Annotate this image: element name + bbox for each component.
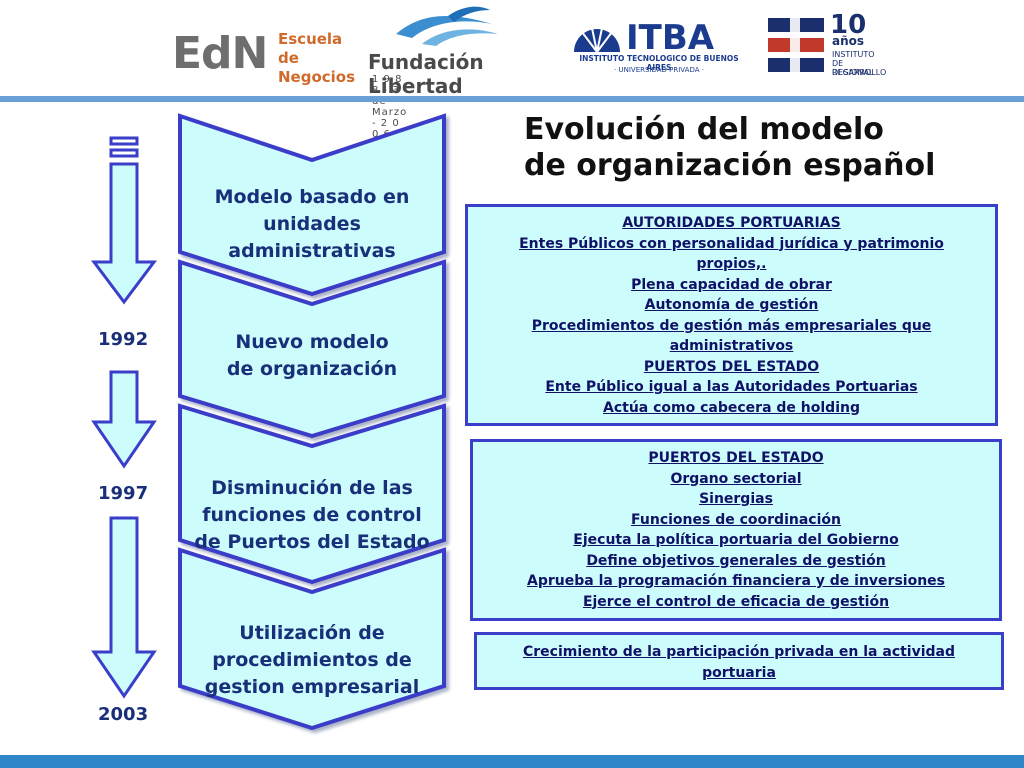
timeline-arrow-2 — [91, 370, 157, 469]
fundacion-logo-name: Fundación Libertad — [368, 50, 484, 98]
edn-logo-line1: Escuela de — [278, 30, 343, 67]
info-line: Entes Públicos con personalidad jurídica… — [519, 235, 944, 252]
info-line: Autonomía de gestión — [644, 297, 819, 313]
info-line: AUTORIDADES PORTUARIAS — [622, 215, 841, 231]
chevron-line: Disminución de las — [211, 477, 413, 499]
year-label: 1992 — [98, 329, 149, 350]
chevron-line: Nuevo modelo — [235, 331, 389, 353]
info-line: Actúa como cabecera de holding — [603, 399, 860, 416]
edn-logo-mark: EdN — [172, 28, 268, 79]
idr-logo-anos: años — [832, 34, 865, 48]
chevron-stage-2 — [178, 259, 446, 439]
edn-logo-text: Escuela de Negocios — [278, 30, 355, 87]
chevron-line: Utilización de — [239, 622, 385, 644]
timeline-arrows — [91, 136, 157, 699]
info-line: Procedimientos de gestión más empresaria… — [531, 317, 932, 334]
info-line: Define objetivos generales de gestión — [586, 552, 886, 569]
info-line: Aprueba la programación financiera y de … — [527, 573, 945, 589]
idr-logo-line3: REGIONAL — [832, 68, 874, 77]
info-line: Ente Público igual a las Autoridades Por… — [545, 379, 918, 395]
info-line: Plena capacidad de obrar — [631, 276, 832, 293]
chevron-line: de Puertos del Estado — [194, 531, 430, 553]
chevron-stage-4-text: Utilización de procedimientos de gestion… — [180, 620, 444, 701]
info-line: portuaria — [702, 664, 776, 681]
header-divider — [0, 96, 1024, 102]
chevron-stage-3-text: Disminución de las funciones de control … — [180, 475, 444, 556]
info-line: Sinergias — [699, 491, 773, 507]
year-label: 1997 — [98, 483, 149, 504]
timeline-arrow-1 — [91, 136, 157, 305]
chevron-line: Modelo basado en — [214, 186, 410, 208]
slide-title-line2: de organización español — [524, 148, 936, 183]
itba-logo-name: ITBA — [626, 18, 715, 58]
info-line: Organo sectorial — [670, 470, 802, 487]
header — [0, 0, 1024, 98]
chevron-line: procedimientos de — [212, 649, 412, 671]
chevron-stack — [178, 113, 446, 731]
chevron-stage-4 — [178, 547, 446, 731]
info-line: Ejerce el control de eficacia de gestión — [582, 593, 890, 610]
info-line: Funciones de coordinación — [631, 511, 841, 528]
info-box-autoridades: AUTORIDADES PORTUARIAS Entes Públicos co… — [465, 204, 998, 426]
chevron-stage-2-text: Nuevo modelo de organización — [180, 329, 444, 383]
timeline-arrow-3 — [91, 516, 157, 699]
edn-logo-line2: Negocios — [278, 68, 356, 86]
year-label: 2003 — [98, 704, 149, 725]
info-line: administrativos — [669, 338, 794, 354]
itba-emblem-icon — [574, 27, 620, 53]
info-line: Ejecuta la política portuaria del Gobier… — [573, 532, 899, 548]
bird-icon — [396, 6, 498, 46]
footer-bar — [0, 755, 1024, 768]
idr-emblem-icon — [768, 14, 824, 76]
info-box-puertos: PUERTOS DEL ESTADO Organo sectorial Sine… — [470, 439, 1002, 621]
idr-logo-line1: INSTITUTO — [832, 50, 875, 59]
chevron-stage-3 — [178, 403, 446, 585]
slide-title-line1: Evolución del modelo — [524, 112, 884, 147]
itba-logo-sub2: · UNIVERSIDAD PRIVADA · — [614, 66, 704, 74]
chevron-line: funciones de control — [202, 504, 422, 526]
info-line: PUERTOS DEL ESTADO — [648, 450, 824, 466]
chevron-line: administrativas — [228, 240, 396, 262]
chevron-line: gestion empresarial — [204, 676, 420, 698]
info-line: PUERTOS DEL ESTADO — [643, 358, 820, 375]
itba-logo-sub1: INSTITUTO TECNOLOGICO DE BUENOS AIRES — [579, 54, 739, 72]
idr-logo-line2: DE DESARROLLO — [832, 59, 887, 77]
idr-logo-number: 10 — [830, 10, 867, 40]
info-box-privada: Crecimiento de la participación privada … — [474, 632, 1004, 690]
info-line: Crecimiento de la participación privada … — [522, 644, 956, 660]
slide-title: Evolución del modelo de organización esp… — [524, 112, 935, 184]
chevron-stage-1-text: Modelo basado en unidades administrativa… — [180, 184, 444, 265]
info-line: propios,. — [696, 256, 767, 272]
chevron-stage-1 — [178, 113, 446, 297]
chevron-line: de organización — [226, 358, 398, 380]
chevron-line: unidades — [263, 213, 361, 235]
